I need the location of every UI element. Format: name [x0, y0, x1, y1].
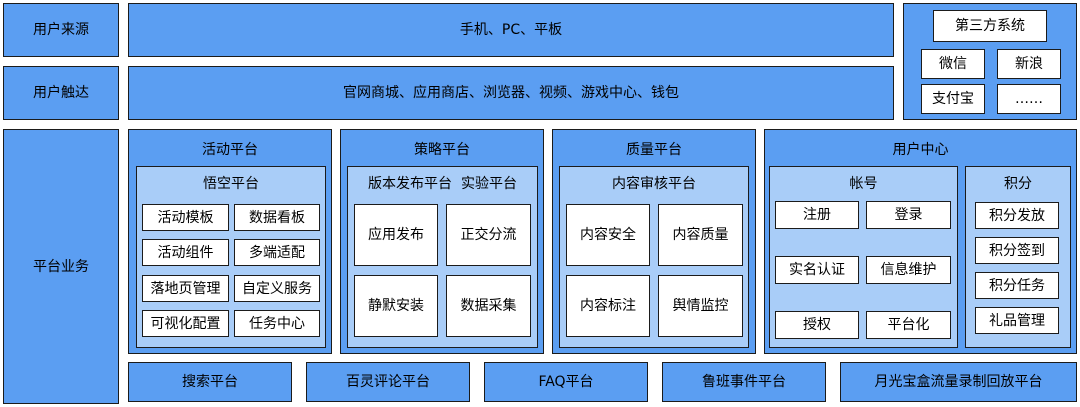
bailing-comment-platform: 百灵评论平台 — [306, 362, 470, 402]
label-user-touch: 用户触达 — [3, 66, 119, 120]
wukong-item: 活动组件 — [142, 239, 229, 266]
points-title: 积分 — [1004, 176, 1032, 192]
label-platform-business: 平台业务 — [3, 129, 119, 404]
strategy-platform-title: 策略平台 — [414, 142, 470, 158]
wukong-item: 任务中心 — [234, 310, 320, 337]
account-item: 授权 — [775, 311, 859, 339]
third-party-sina: 新浪 — [997, 49, 1061, 79]
user-center-title: 用户中心 — [892, 142, 949, 158]
quality-platform-title: 质量平台 — [626, 142, 682, 158]
third-party-title: 第三方系统 — [933, 10, 1047, 42]
label-user-source: 用户来源 — [3, 3, 119, 57]
faq-platform: FAQ平台 — [484, 362, 648, 402]
wukong-item: 自定义服务 — [234, 275, 320, 302]
points-item: 积分任务 — [975, 272, 1059, 299]
moonlight-replay-platform: 月光宝盒流量录制回放平台 — [840, 362, 1077, 402]
account-item: 信息维护 — [866, 256, 951, 284]
quality-item: 内容标注 — [566, 275, 650, 337]
strategy-item: 静默安装 — [354, 275, 438, 337]
strategy-item: 应用发布 — [354, 204, 438, 266]
account-title: 帐号 — [849, 176, 878, 192]
devices-row: 手机、PC、平板 — [128, 3, 894, 57]
quality-item: 舆情监控 — [658, 275, 743, 337]
activity-platform-title: 活动平台 — [202, 142, 258, 158]
points-item: 礼品管理 — [975, 307, 1059, 334]
wukong-item: 多端适配 — [234, 239, 320, 266]
account-item: 实名认证 — [775, 256, 859, 284]
third-party-more: …… — [997, 84, 1061, 114]
strategy-item: 正交分流 — [446, 204, 531, 266]
wukong-item: 数据看板 — [234, 204, 320, 231]
content-review-title: 内容审核平台 — [612, 176, 696, 192]
account-item: 平台化 — [866, 311, 951, 339]
quality-item: 内容质量 — [658, 204, 743, 266]
third-party-wechat: 微信 — [921, 49, 985, 79]
points-item: 积分发放 — [975, 202, 1059, 229]
wukong-item: 活动模板 — [142, 204, 229, 231]
wukong-platform-title: 悟空平台 — [203, 176, 259, 192]
strategy-subpanel-title: 版本发布平台 实验平台 — [368, 176, 517, 192]
wukong-item: 可视化配置 — [142, 310, 229, 337]
wukong-item: 落地页管理 — [142, 275, 229, 302]
points-item: 积分签到 — [975, 237, 1059, 264]
account-item: 注册 — [775, 201, 859, 229]
search-platform: 搜索平台 — [128, 362, 292, 402]
third-party-alipay: 支付宝 — [921, 84, 985, 114]
strategy-item: 数据采集 — [446, 275, 531, 337]
channels-row: 官网商城、应用商店、浏览器、视频、游戏中心、钱包 — [128, 66, 894, 120]
luban-event-platform: 鲁班事件平台 — [662, 362, 826, 402]
account-item: 登录 — [866, 201, 951, 229]
quality-item: 内容安全 — [566, 204, 650, 266]
